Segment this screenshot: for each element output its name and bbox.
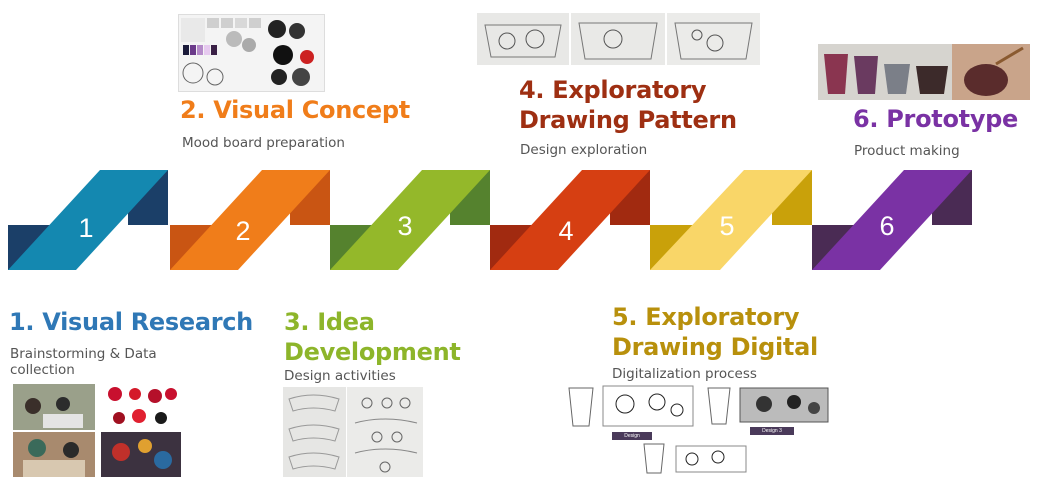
step-1-chevron: 1 — [8, 170, 168, 270]
step-3-subtitle: Design activities — [284, 368, 396, 384]
research-photo-1 — [13, 384, 95, 430]
step-4-chevron: 4 — [490, 170, 650, 270]
idea-sketch-right — [347, 387, 423, 477]
step-3-title-line-2: Development — [284, 338, 461, 366]
step-5-body — [650, 170, 812, 270]
step-6-subtitle: Product making — [854, 143, 960, 159]
step-6-number: 6 — [879, 211, 894, 241]
step-6-title: 6. Prototype — [853, 105, 1019, 133]
step-2-number: 2 — [235, 216, 250, 246]
step-6-body — [812, 170, 972, 270]
step-5-title: 5. Exploratory Drawing Digital — [612, 302, 818, 362]
mood-board-image — [178, 14, 325, 92]
prototype-photo — [818, 44, 1030, 100]
step-2-title: 2. Visual Concept — [180, 96, 410, 124]
step-5-title-line-1: 5. Exploratory — [612, 303, 800, 331]
digital-design-3 — [640, 442, 750, 475]
pattern-sketch-1 — [477, 13, 569, 65]
research-photo-4 — [101, 432, 181, 477]
step-1-title: 1. Visual Research — [9, 308, 253, 336]
step-2-body — [170, 170, 330, 270]
step-5-subtitle: Digitalization process — [612, 366, 757, 382]
step-4-title-line-1: 4. Exploratory — [519, 76, 707, 104]
research-photo-3 — [13, 432, 95, 477]
digital-label-2: Design 3 — [750, 427, 794, 435]
step-4-title-line-2: Drawing Pattern — [519, 106, 737, 134]
idea-sketch-left — [283, 387, 346, 477]
step-1-subtitle: Brainstorming & Data collection — [10, 346, 157, 378]
step-1-body — [8, 170, 168, 270]
step-2-subtitle: Mood board preparation — [182, 135, 345, 151]
step-4-body — [490, 170, 650, 270]
step-4-subtitle: Design exploration — [520, 142, 648, 158]
pattern-sketch-2 — [571, 13, 665, 65]
pattern-sketch-3 — [667, 13, 760, 65]
digital-label-1: Design — [612, 432, 652, 440]
step-3-title: 3. Idea Development — [284, 307, 461, 367]
process-timeline: 1 2 3 4 5 6 — [8, 170, 972, 270]
research-photo-2 — [103, 384, 181, 430]
step-3-chevron: 3 — [330, 170, 490, 270]
digital-design-2 — [704, 384, 830, 428]
step-2-chevron: 2 — [170, 170, 330, 270]
step-4-number: 4 — [558, 216, 573, 246]
step-3-title-line-1: 3. Idea — [284, 308, 375, 336]
step-3-number: 3 — [397, 211, 412, 241]
step-6-chevron: 6 — [812, 170, 972, 270]
step-3-body — [330, 170, 490, 270]
step-5-chevron: 5 — [650, 170, 812, 270]
step-5-title-line-2: Drawing Digital — [612, 333, 818, 361]
step-5-number: 5 — [719, 211, 734, 241]
step-4-title: 4. Exploratory Drawing Pattern — [519, 75, 737, 135]
digital-design-1 — [565, 382, 695, 430]
step-1-number: 1 — [78, 213, 93, 243]
